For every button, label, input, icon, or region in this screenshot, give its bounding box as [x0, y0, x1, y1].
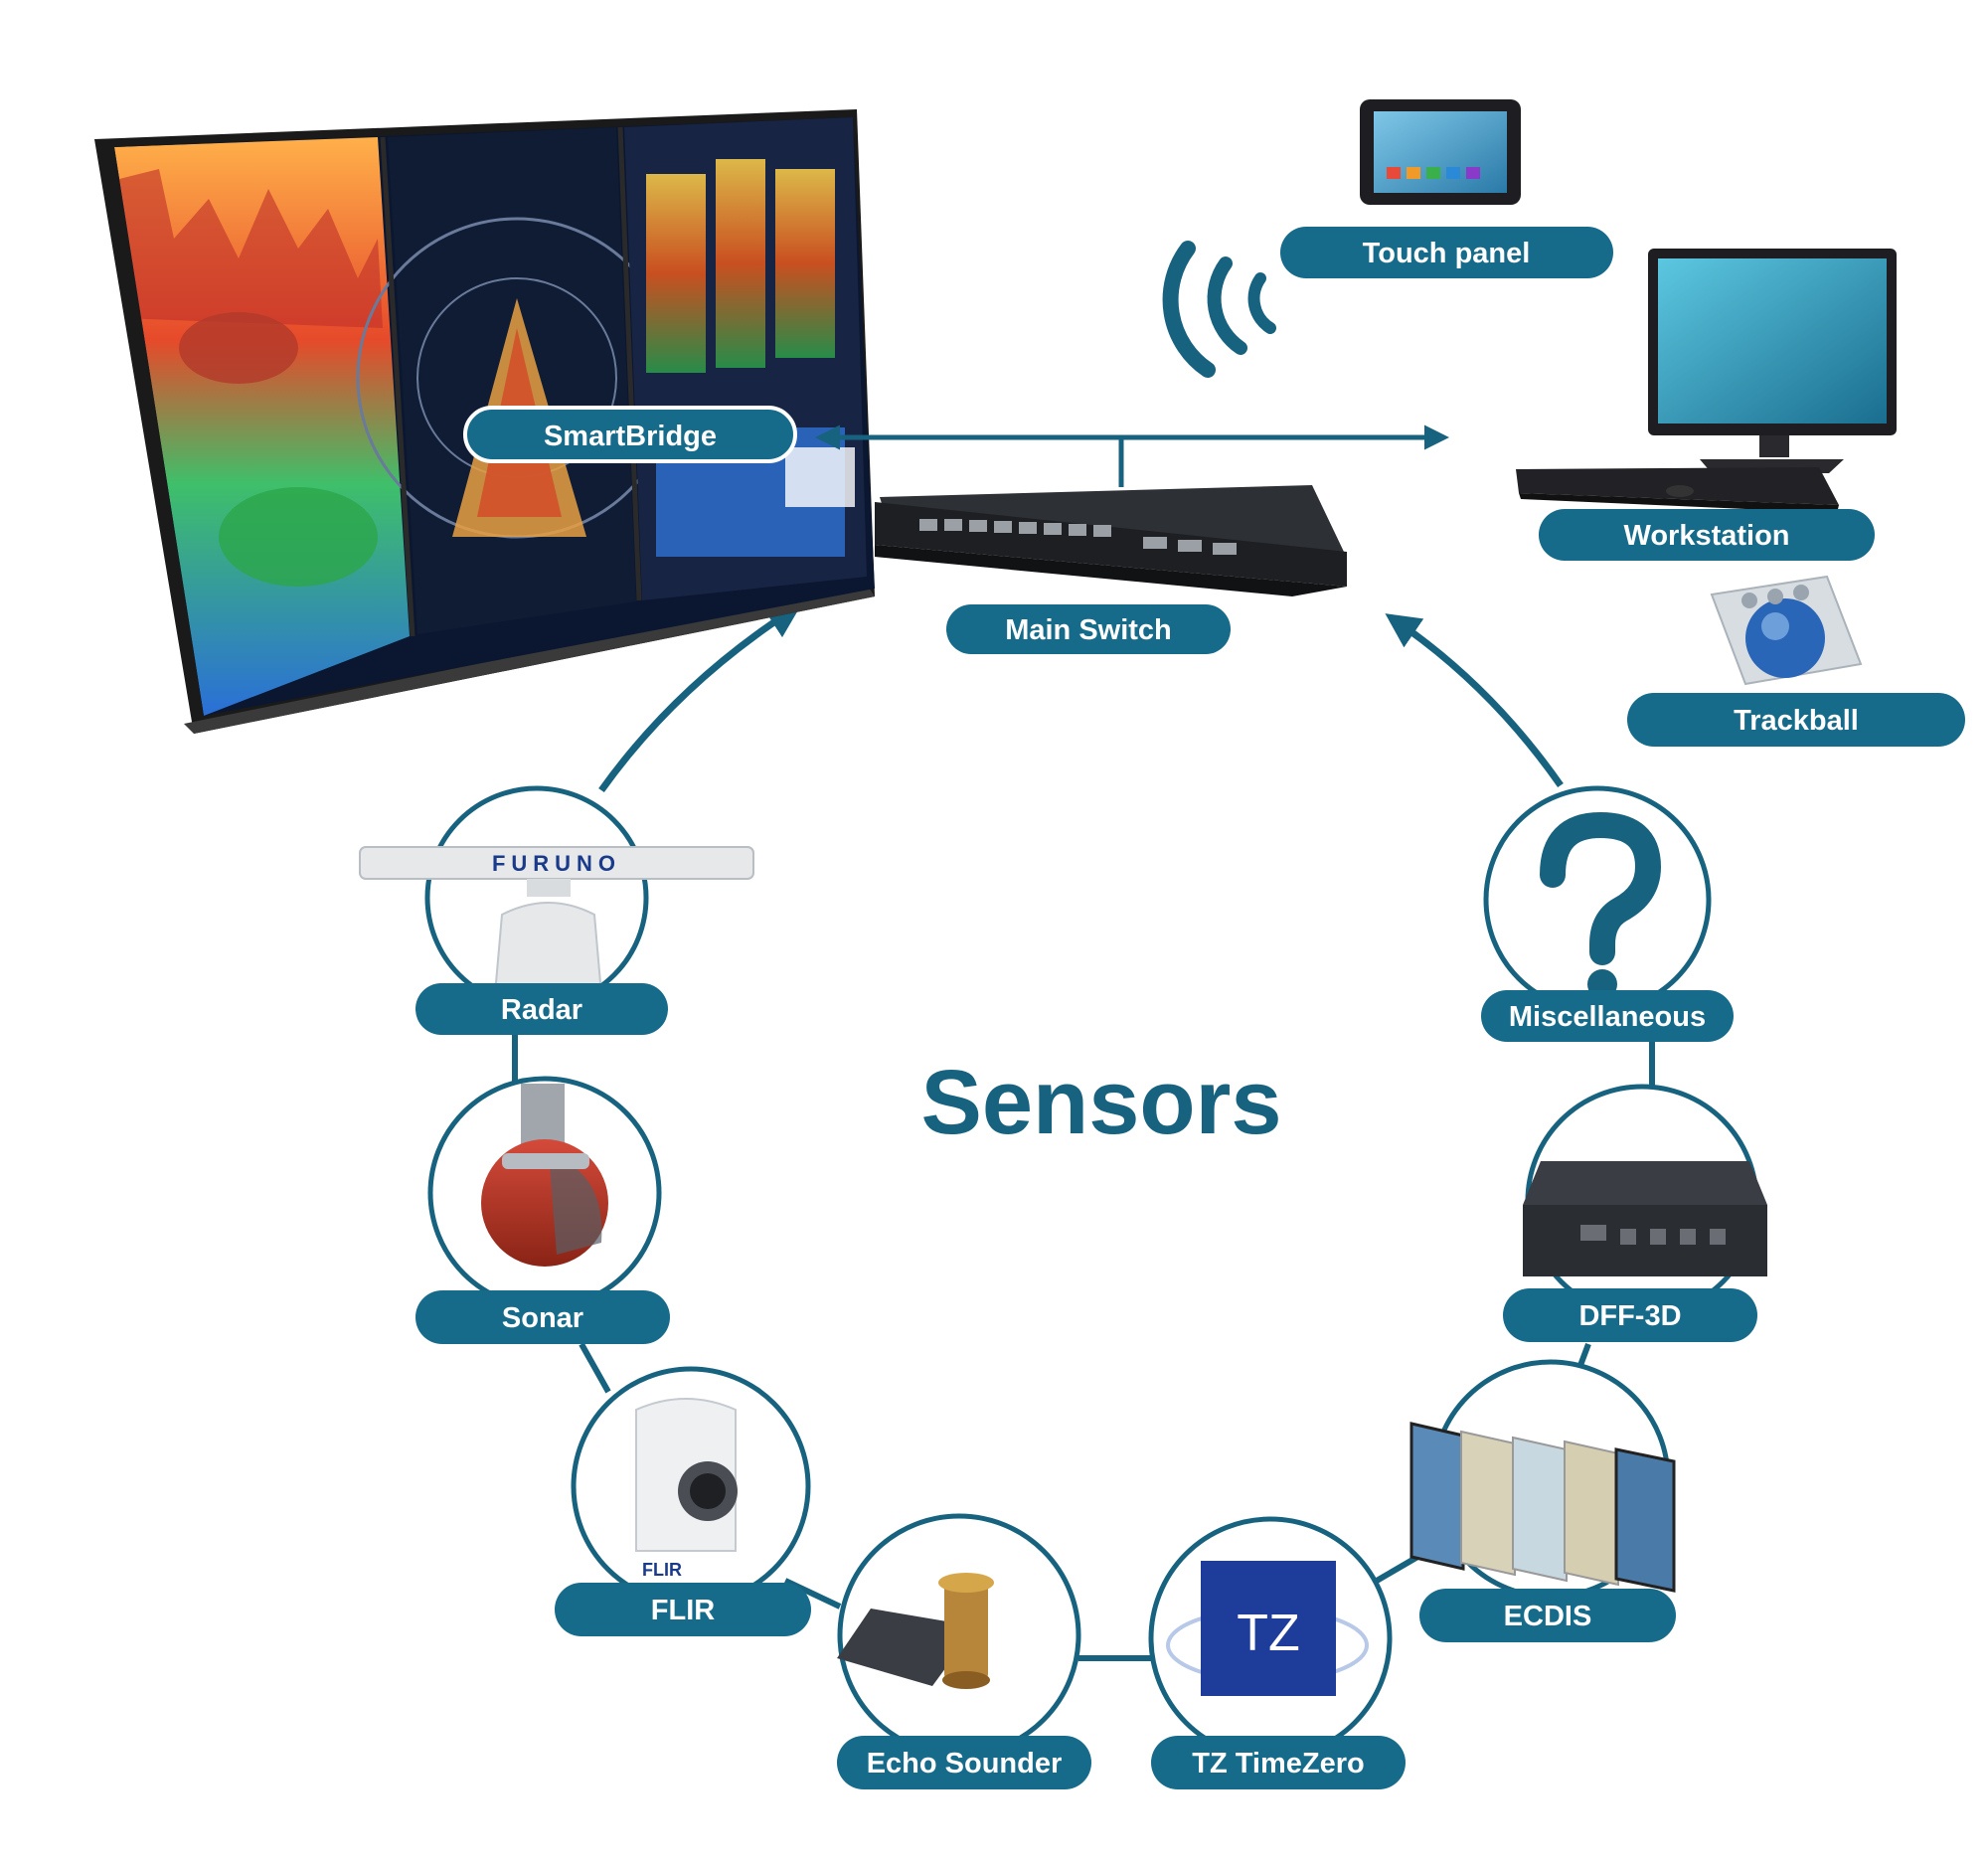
wireless-signal-icon: [1162, 241, 1276, 378]
flir-label-pill: FLIR: [555, 1583, 811, 1636]
flir-label: FLIR: [651, 1595, 715, 1626]
workstation-label: Workstation: [1623, 520, 1789, 552]
trackball-label: Trackball: [1734, 705, 1859, 737]
sonar-label: Sonar: [502, 1302, 583, 1334]
echo-sounder-label: Echo Sounder: [867, 1748, 1063, 1780]
sensor-node-dff-3d: [1523, 1084, 1767, 1318]
tz-timezero-label-pill: TZ TimeZero: [1151, 1736, 1406, 1789]
connector-sonar-flir: [579, 1342, 611, 1394]
main-switch-device: [875, 485, 1347, 596]
flir-camera-logo: FLIR: [642, 1560, 682, 1580]
sensor-node-sonar: [427, 1076, 662, 1310]
tz-timezero-label: TZ TimeZero: [1192, 1748, 1365, 1780]
sonar-label-pill: Sonar: [415, 1290, 670, 1344]
ecdis-chart-stack: [1409, 1422, 1676, 1593]
touch-panel-label: Touch panel: [1363, 238, 1531, 269]
workstation-label-pill: Workstation: [1539, 509, 1875, 561]
echo-sounder-transducer: [944, 1581, 988, 1680]
radar-label-pill: Radar: [415, 983, 668, 1035]
tz-badge-text: TZ: [1237, 1605, 1300, 1662]
radar-pedestal: [493, 902, 603, 995]
radar-label: Radar: [501, 994, 582, 1026]
miscellaneous-label: Miscellaneous: [1509, 1001, 1706, 1033]
workstation-device: [1516, 249, 1897, 513]
right-arrow-to-hub: [1385, 613, 1564, 788]
touch-panel-device: [1360, 99, 1521, 205]
sensor-node-radar: FURUNO: [359, 785, 754, 1010]
sensor-node-echo-sounder: [837, 1513, 1081, 1758]
smartbridge-label: SmartBridge: [544, 421, 717, 452]
dff-3d-unit-front: [1523, 1205, 1767, 1276]
tz-badge: [1201, 1561, 1336, 1696]
sensor-node-flir: FLIR: [571, 1366, 811, 1607]
miscellaneous-label-pill: Miscellaneous: [1481, 990, 1734, 1042]
dff-3d-label: DFF-3D: [1578, 1300, 1681, 1332]
sensor-node-ecdis: [1409, 1359, 1676, 1600]
radar-brand-logo: FURUNO: [492, 851, 621, 876]
smartbridge-label-pill: SmartBridge: [463, 406, 797, 463]
main-switch-label: Main Switch: [1005, 614, 1172, 646]
echo-sounder-label-pill: Echo Sounder: [837, 1736, 1091, 1789]
dff-3d-unit-top: [1523, 1161, 1767, 1205]
sensor-node-miscellaneous: [1483, 785, 1712, 1014]
left-arrow-to-hub: [598, 603, 802, 793]
dff-3d-label-pill: DFF-3D: [1503, 1288, 1757, 1342]
touch-panel-label-pill: Touch panel: [1280, 227, 1613, 278]
echo-sounder-base: [837, 1609, 976, 1686]
smartbridge-display: [94, 109, 875, 734]
sensor-node-tz-timezero: TZ: [1148, 1516, 1393, 1761]
ecdis-label: ECDIS: [1504, 1601, 1592, 1632]
trackball-device: [1710, 575, 1863, 686]
trackball-label-pill: Trackball: [1627, 693, 1965, 747]
ecdis-label-pill: ECDIS: [1419, 1589, 1676, 1642]
main-switch-label-pill: Main Switch: [946, 604, 1231, 654]
sensors-title: Sensors: [920, 1052, 1281, 1153]
